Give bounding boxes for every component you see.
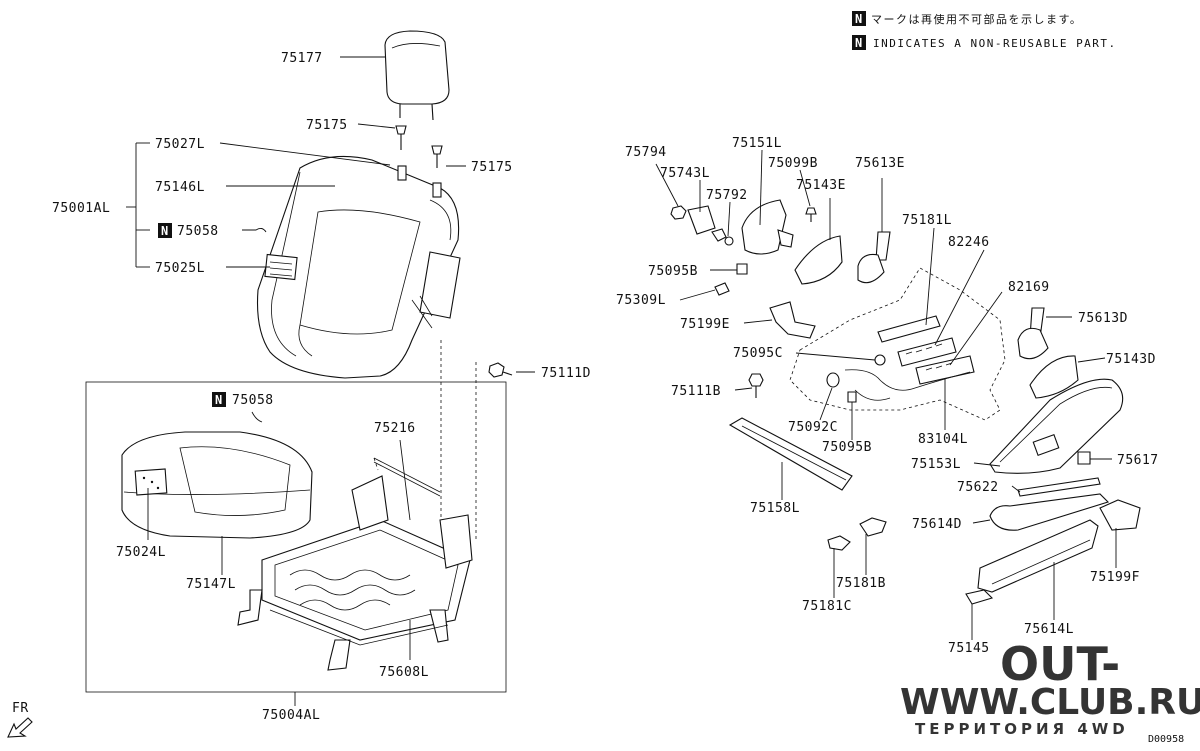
part-label-75309l: 75309L <box>616 293 666 308</box>
part-label-75794: 75794 <box>625 145 667 160</box>
part-label-75181c: 75181C <box>802 599 852 614</box>
front-arrow-icon <box>7 717 33 738</box>
part-label-75177: 75177 <box>281 51 323 66</box>
non-reusable-mark-icon <box>852 11 866 26</box>
right-side-parts <box>670 199 1141 605</box>
part-label-75024l: 75024L <box>116 545 166 560</box>
watermark-line-2: WWW.CLUB.RU <box>900 682 1200 723</box>
part-label-75004al: 75004AL <box>262 708 320 723</box>
part-label-83104l: 83104L <box>918 432 968 447</box>
front-direction-indicator: FR <box>7 701 33 738</box>
assembly-guide-lines <box>373 340 477 540</box>
part-label-75175: 75175 <box>306 118 348 133</box>
leader-lines <box>126 56 1117 706</box>
non-reusable-mark-letter: N <box>855 36 862 50</box>
seat-back-drawing <box>257 155 461 379</box>
part-label-75743l: 75743L <box>660 166 710 181</box>
non-reusable-mark-icon <box>158 223 172 238</box>
note-english: INDICATES A NON-REUSABLE PART. <box>873 37 1117 50</box>
part-label-75608l: 75608L <box>379 665 429 680</box>
watermark-line-3: ТЕРРИТОРИЯ 4WD <box>915 720 1129 738</box>
part-label-75095b: 75095B <box>822 440 872 455</box>
part-label-75058: 75058 <box>177 224 219 239</box>
headrest-drawing <box>384 30 450 168</box>
part-label-75147l: 75147L <box>186 577 236 592</box>
part-label-75613d: 75613D <box>1078 311 1128 326</box>
seat-frame-drawing <box>237 457 473 671</box>
part-label-75614d: 75614D <box>912 517 962 532</box>
watermark: OUT- WWW.CLUB.RU ТЕРРИТОРИЯ 4WD <box>900 637 1200 738</box>
non-reusable-mark-letter: N <box>161 224 168 238</box>
non-reusable-mark-icon <box>212 392 226 407</box>
part-label-75095c: 75095C <box>733 346 783 361</box>
part-label-75095b: 75095B <box>648 264 698 279</box>
legend: N マークは再使用不可部品を示します。 N INDICATES A NON-RE… <box>852 11 1117 50</box>
non-reusable-mark-icon <box>852 35 866 50</box>
part-label-75092c: 75092C <box>788 420 838 435</box>
seat-cushion-assembly-box <box>85 381 507 693</box>
part-label-75613e: 75613E <box>855 156 905 171</box>
part-label-75099b: 75099B <box>768 156 818 171</box>
part-labels: 75177 75175 75175 75027L 75146L 75001AL … <box>52 51 1159 723</box>
part-label-75145: 75145 <box>948 641 990 656</box>
part-label-82169: 82169 <box>1008 280 1050 295</box>
diagram-code: D00958 <box>1148 734 1184 745</box>
part-label-75146l: 75146L <box>155 180 205 195</box>
part-label-75111b: 75111B <box>671 384 721 399</box>
part-label-75622: 75622 <box>957 480 999 495</box>
non-reusable-mark-letter: N <box>855 12 862 26</box>
part-label-75199e: 75199E <box>680 317 730 332</box>
watermark-line-1: OUT- <box>1000 637 1120 691</box>
part-label-75792: 75792 <box>706 188 748 203</box>
seat-cushion-drawing <box>121 431 313 539</box>
part-label-75199f: 75199F <box>1090 570 1140 585</box>
part-label-75175: 75175 <box>471 160 513 175</box>
note-japanese: マークは再使用不可部品を示します。 <box>871 12 1082 26</box>
part-label-75181l: 75181L <box>902 213 952 228</box>
part-label-75143e: 75143E <box>796 178 846 193</box>
part-label-82246: 82246 <box>948 235 990 250</box>
under-seat-frame-outline <box>789 267 1006 421</box>
part-label-75025l: 75025L <box>155 261 205 276</box>
part-label-75181b: 75181B <box>836 576 886 591</box>
part-label-75617: 75617 <box>1117 453 1159 468</box>
part-label-75001al: 75001AL <box>52 201 110 216</box>
part-label-75158l: 75158L <box>750 501 800 516</box>
non-reusable-mark-letter: N <box>215 393 222 407</box>
part-label-75614l: 75614L <box>1024 622 1074 637</box>
bolt-75111d-drawing <box>488 362 513 378</box>
part-label-75111d: 75111D <box>541 366 591 381</box>
part-label-75143d: 75143D <box>1106 352 1156 367</box>
part-label-75153l: 75153L <box>911 457 961 472</box>
front-label: FR <box>12 701 29 716</box>
part-label-75151l: 75151L <box>732 136 782 151</box>
part-label-75216: 75216 <box>374 421 416 436</box>
part-label-75027l: 75027L <box>155 137 205 152</box>
part-label-75058: 75058 <box>232 393 274 408</box>
